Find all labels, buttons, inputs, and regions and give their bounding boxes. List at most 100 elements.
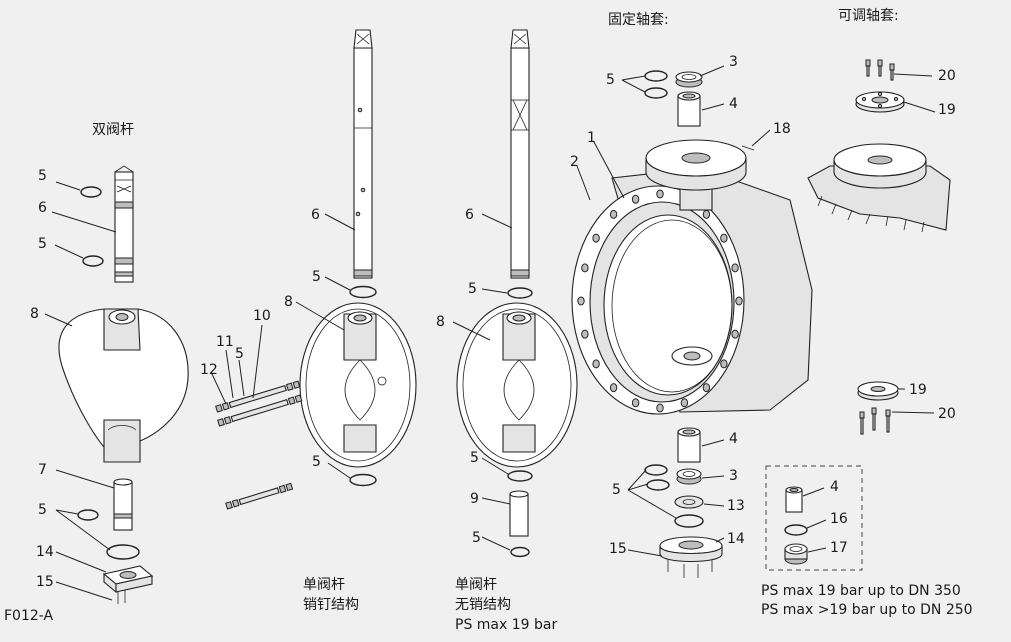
valve-body-group: 5 3 4 18 1 2 4 3 5 13 14 15 — [570, 54, 813, 578]
valve-body — [571, 139, 813, 415]
flange-bolt-hole — [680, 398, 689, 408]
seal-ring — [510, 546, 530, 558]
flange-bolt-hole — [609, 383, 618, 393]
callout-15: 15 — [609, 541, 627, 557]
flange-bolt-hole — [577, 296, 585, 306]
callout-5: 5 — [612, 482, 621, 498]
seal-ring — [349, 285, 377, 299]
long-stem-pinned — [353, 29, 373, 279]
callout-6: 6 — [311, 207, 320, 223]
callout-20: 20 — [938, 68, 956, 84]
flange-bolt-hole — [581, 329, 589, 339]
callout-4: 4 — [729, 431, 738, 447]
callout-13: 13 — [727, 498, 745, 514]
adjust-flange-19-bottom — [857, 381, 899, 401]
callout-7: 7 — [38, 462, 47, 478]
callout-2: 2 — [570, 154, 579, 170]
flange-bolt-hole — [592, 359, 600, 369]
flange-bolt-hole — [702, 209, 711, 219]
callout-11: 11 — [216, 334, 234, 350]
callout-15: 15 — [36, 574, 54, 590]
seal-ring — [644, 70, 668, 82]
seal-ring — [82, 255, 104, 267]
pinless-caption-line1: 单阀杆 — [455, 577, 497, 593]
flange-bolt-hole — [656, 189, 664, 199]
ps-note-2: PS max >19 bar up to DN 250 — [761, 602, 973, 618]
stud-18 — [741, 145, 755, 151]
pinned-caption-line1: 单阀杆 — [303, 577, 345, 593]
callout-20: 20 — [938, 406, 956, 422]
disc-pinless — [456, 302, 578, 468]
callout-19: 19 — [909, 382, 927, 398]
kit-bushing-4 — [785, 486, 803, 513]
flange-bolt-hole — [731, 329, 739, 339]
flange-bolt-hole — [609, 209, 618, 219]
callout-6: 6 — [465, 207, 474, 223]
washer-13 — [674, 495, 704, 509]
seal-ring — [646, 479, 670, 491]
seal-ring — [349, 473, 377, 487]
long-stem-pinless — [510, 29, 530, 279]
flange-bolt-hole — [581, 263, 589, 273]
callout-5: 5 — [472, 530, 481, 546]
body-top-detail — [807, 143, 951, 233]
double-stem-heading: 双阀杆 — [92, 122, 134, 138]
callout-16: 16 — [830, 511, 848, 527]
ps-note-1: PS max 19 bar up to DN 350 — [761, 583, 961, 599]
callout-5: 5 — [312, 454, 321, 470]
pinless-stem-group: 6 5 8 5 9 5 单阀杆 无销结构 PS max 19 bar — [436, 29, 578, 633]
callout-10: 10 — [253, 308, 271, 324]
bottom-cover-double — [102, 565, 154, 604]
flange-bolt-hole — [631, 398, 640, 408]
disc-double-stem — [58, 308, 189, 463]
flange-bolt-hole — [720, 359, 728, 369]
callout-19: 19 — [938, 102, 956, 118]
flange-bolt-hole — [592, 233, 600, 243]
seal-ring — [106, 544, 140, 560]
seal-ring — [644, 87, 668, 99]
callout-5: 5 — [606, 72, 615, 88]
bushing-kit-box: 4 16 17 — [765, 465, 863, 571]
callout-8: 8 — [436, 314, 445, 330]
adjust-screws-20-bottom — [859, 407, 891, 435]
callout-14: 14 — [36, 544, 54, 560]
callout-3: 3 — [729, 468, 738, 484]
flange-bolt-hole — [702, 383, 711, 393]
kit-seal-16 — [784, 524, 808, 536]
callout-17: 17 — [830, 540, 848, 556]
lower-stem — [113, 478, 133, 531]
callout-4: 4 — [729, 96, 738, 112]
pinned-stem-group: 6 5 8 5 10 11 5 12 单阀杆 销钉结构 — [200, 29, 417, 613]
double-stem-group: 5 6 5 8 7 5 14 15 — [30, 165, 189, 604]
callout-9: 9 — [470, 491, 479, 507]
callout-5: 5 — [235, 346, 244, 362]
upper-stem — [114, 165, 134, 283]
kit-packing-17 — [784, 543, 808, 565]
callout-12: 12 — [200, 362, 218, 378]
callout-14: 14 — [727, 531, 745, 547]
short-shaft-9 — [509, 490, 529, 537]
seal-ring — [507, 287, 533, 299]
callout-5: 5 — [38, 502, 47, 518]
adjustable-bushing-top-group: 20 19 — [807, 59, 956, 233]
bottom-cover-14 — [659, 536, 723, 578]
callout-3: 3 — [729, 54, 738, 70]
callout-8: 8 — [284, 294, 293, 310]
adjustable-bushing-heading: 可调轴套: — [838, 8, 899, 24]
pinless-caption-line2: 无销结构 — [455, 597, 511, 613]
seal-ring — [507, 470, 533, 482]
callout-4: 4 — [830, 479, 839, 495]
callout-5: 5 — [312, 269, 321, 285]
callout-5: 5 — [468, 281, 477, 297]
callout-6: 6 — [38, 200, 47, 216]
callout-5: 5 — [470, 450, 479, 466]
adjust-screws-20 — [865, 59, 895, 81]
adjustable-bushing-bottom-group: 19 20 — [857, 381, 956, 435]
packing-3-top — [675, 71, 703, 88]
pinned-caption-line2: 销钉结构 — [303, 597, 359, 613]
adjust-flange-19 — [855, 91, 905, 113]
seal-ring — [77, 509, 99, 521]
flange-holes — [577, 189, 743, 413]
callout-18: 18 — [773, 121, 791, 137]
